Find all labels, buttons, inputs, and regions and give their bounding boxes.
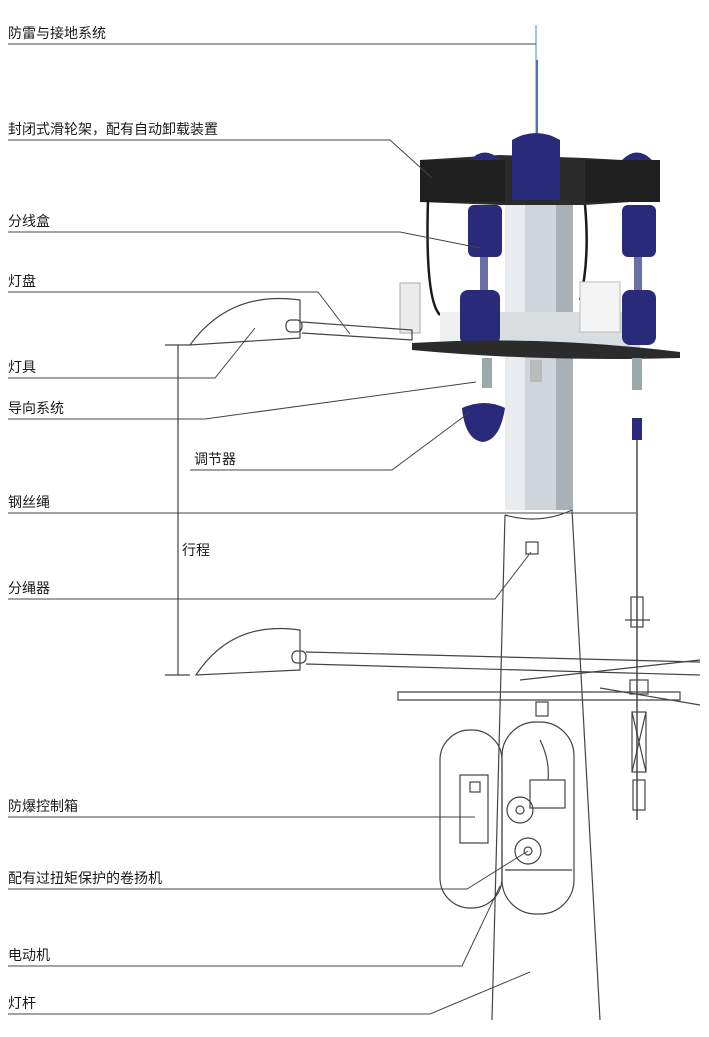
label-motor: 电动机	[8, 948, 50, 964]
lamp-panel-ring	[399, 281, 680, 359]
label-wire-rope: 钢丝绳	[8, 495, 50, 511]
label-lamp: 灯具	[8, 360, 36, 376]
label-pole: 灯杆	[8, 996, 36, 1012]
label-lightning-system: 防雷与接地系统	[8, 26, 106, 42]
upper-lamp	[188, 297, 413, 346]
travel-bracket	[165, 344, 190, 676]
label-rope-splitter: 分绳器	[8, 581, 50, 597]
label-junction-box: 分线盒	[8, 214, 50, 230]
lower-lamp	[194, 627, 701, 717]
label-regulator: 调节器	[194, 452, 236, 468]
lower-pole	[491, 509, 601, 1021]
leader-lines	[8, 43, 636, 1015]
junction-boxes	[468, 205, 656, 295]
label-winch: 配有过扭矩保护的卷扬机	[8, 871, 162, 887]
pulley-frame	[420, 133, 660, 205]
guide-and-regulator	[462, 358, 642, 442]
winch-compartment	[501, 721, 575, 915]
label-pulley-frame: 封闭式滑轮架，配有自动卸载装置	[8, 122, 218, 138]
lower-rope-hardware	[625, 596, 650, 811]
control-box-door	[439, 729, 503, 909]
label-travel: 行程	[182, 543, 210, 559]
label-control-box: 防爆控制箱	[8, 799, 78, 815]
label-guide-system: 导向系统	[8, 401, 64, 417]
label-lamp-panel: 灯盘	[8, 274, 36, 290]
